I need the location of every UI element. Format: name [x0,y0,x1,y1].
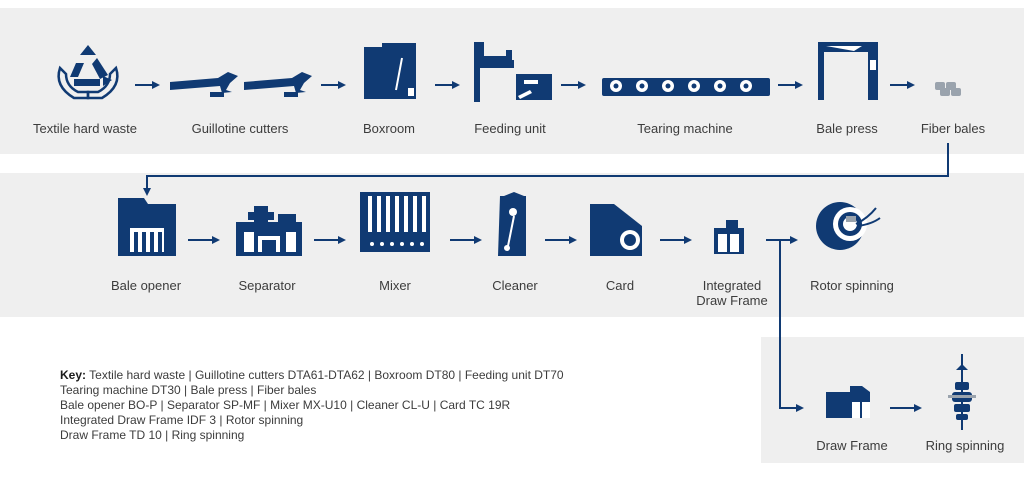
separator-icon [236,206,302,256]
row-1-band [0,8,1024,154]
mixer-icon [360,192,430,252]
row-connector-arrow [143,143,949,196]
key-line-5: Draw Frame TD 10 | Ring spinning [60,428,245,442]
row-2-arrows [188,236,804,412]
key-line-4: Integrated Draw Frame IDF 3 | Rotor spin… [60,413,304,427]
stage-label-bale-press: Bale press [816,121,878,136]
key-line-1: Key: Textile hard waste | Guillotine cut… [60,368,670,383]
stage-label-ring-spinning: Ring spinning [925,438,1005,453]
cleaner-icon [498,192,526,256]
stage-label-separator: Separator [238,278,296,293]
bale-press-icon [818,42,878,100]
stage-label-boxroom: Boxroom [362,121,416,136]
draw-frame-icon [714,220,744,254]
stage-label-cleaner: Cleaner [492,278,538,293]
guillotine-cutter-icon [244,72,312,97]
bale-opener-icon [118,198,176,256]
stage-label-bale-opener: Bale opener [110,278,182,293]
stage-label-integrated-draw-frame: Integrated Draw Frame [696,278,768,308]
stage-label-draw-frame: Draw Frame [816,438,888,453]
ring-spinning-icon [948,354,976,430]
stage-label-fiber-bales: Fiber bales [920,121,986,136]
key-title: Key: [60,368,87,382]
branch-arrow [779,240,804,412]
key-legend: Key: Textile hard waste | Guillotine cut… [60,368,670,443]
row-3-band [761,337,1024,463]
stage-label-textile-hard-waste: Textile hard waste [32,121,138,136]
feeding-unit-icon [474,42,552,102]
stage-label-guillotine-cutters: Guillotine cutters [191,121,289,136]
key-line-text: Textile hard waste | Guillotine cutters … [89,368,564,382]
boxroom-icon [364,43,416,99]
recycle-hands-icon [57,45,119,100]
rotor-spinning-icon [816,202,881,250]
row-1-arrows [135,81,949,196]
stage-label-rotor-spinning: Rotor spinning [810,278,894,293]
key-line-3: Bale opener BO-P | Separator SP-MF | Mix… [60,398,511,412]
stage-label-tearing-machine: Tearing machine [637,121,733,136]
fiber-bales-icon [935,82,961,96]
key-line-2: Tearing machine DT30 | Bale press | Fibe… [60,383,317,397]
guillotine-cutter-icon [170,72,238,97]
stage-label-mixer: Mixer [379,278,411,293]
stage-label-card: Card [605,278,635,293]
card-icon [590,204,642,256]
tearing-machine-icon [602,78,770,96]
stage-label-feeding-unit: Feeding unit [474,121,546,136]
draw-frame-icon [826,386,870,418]
